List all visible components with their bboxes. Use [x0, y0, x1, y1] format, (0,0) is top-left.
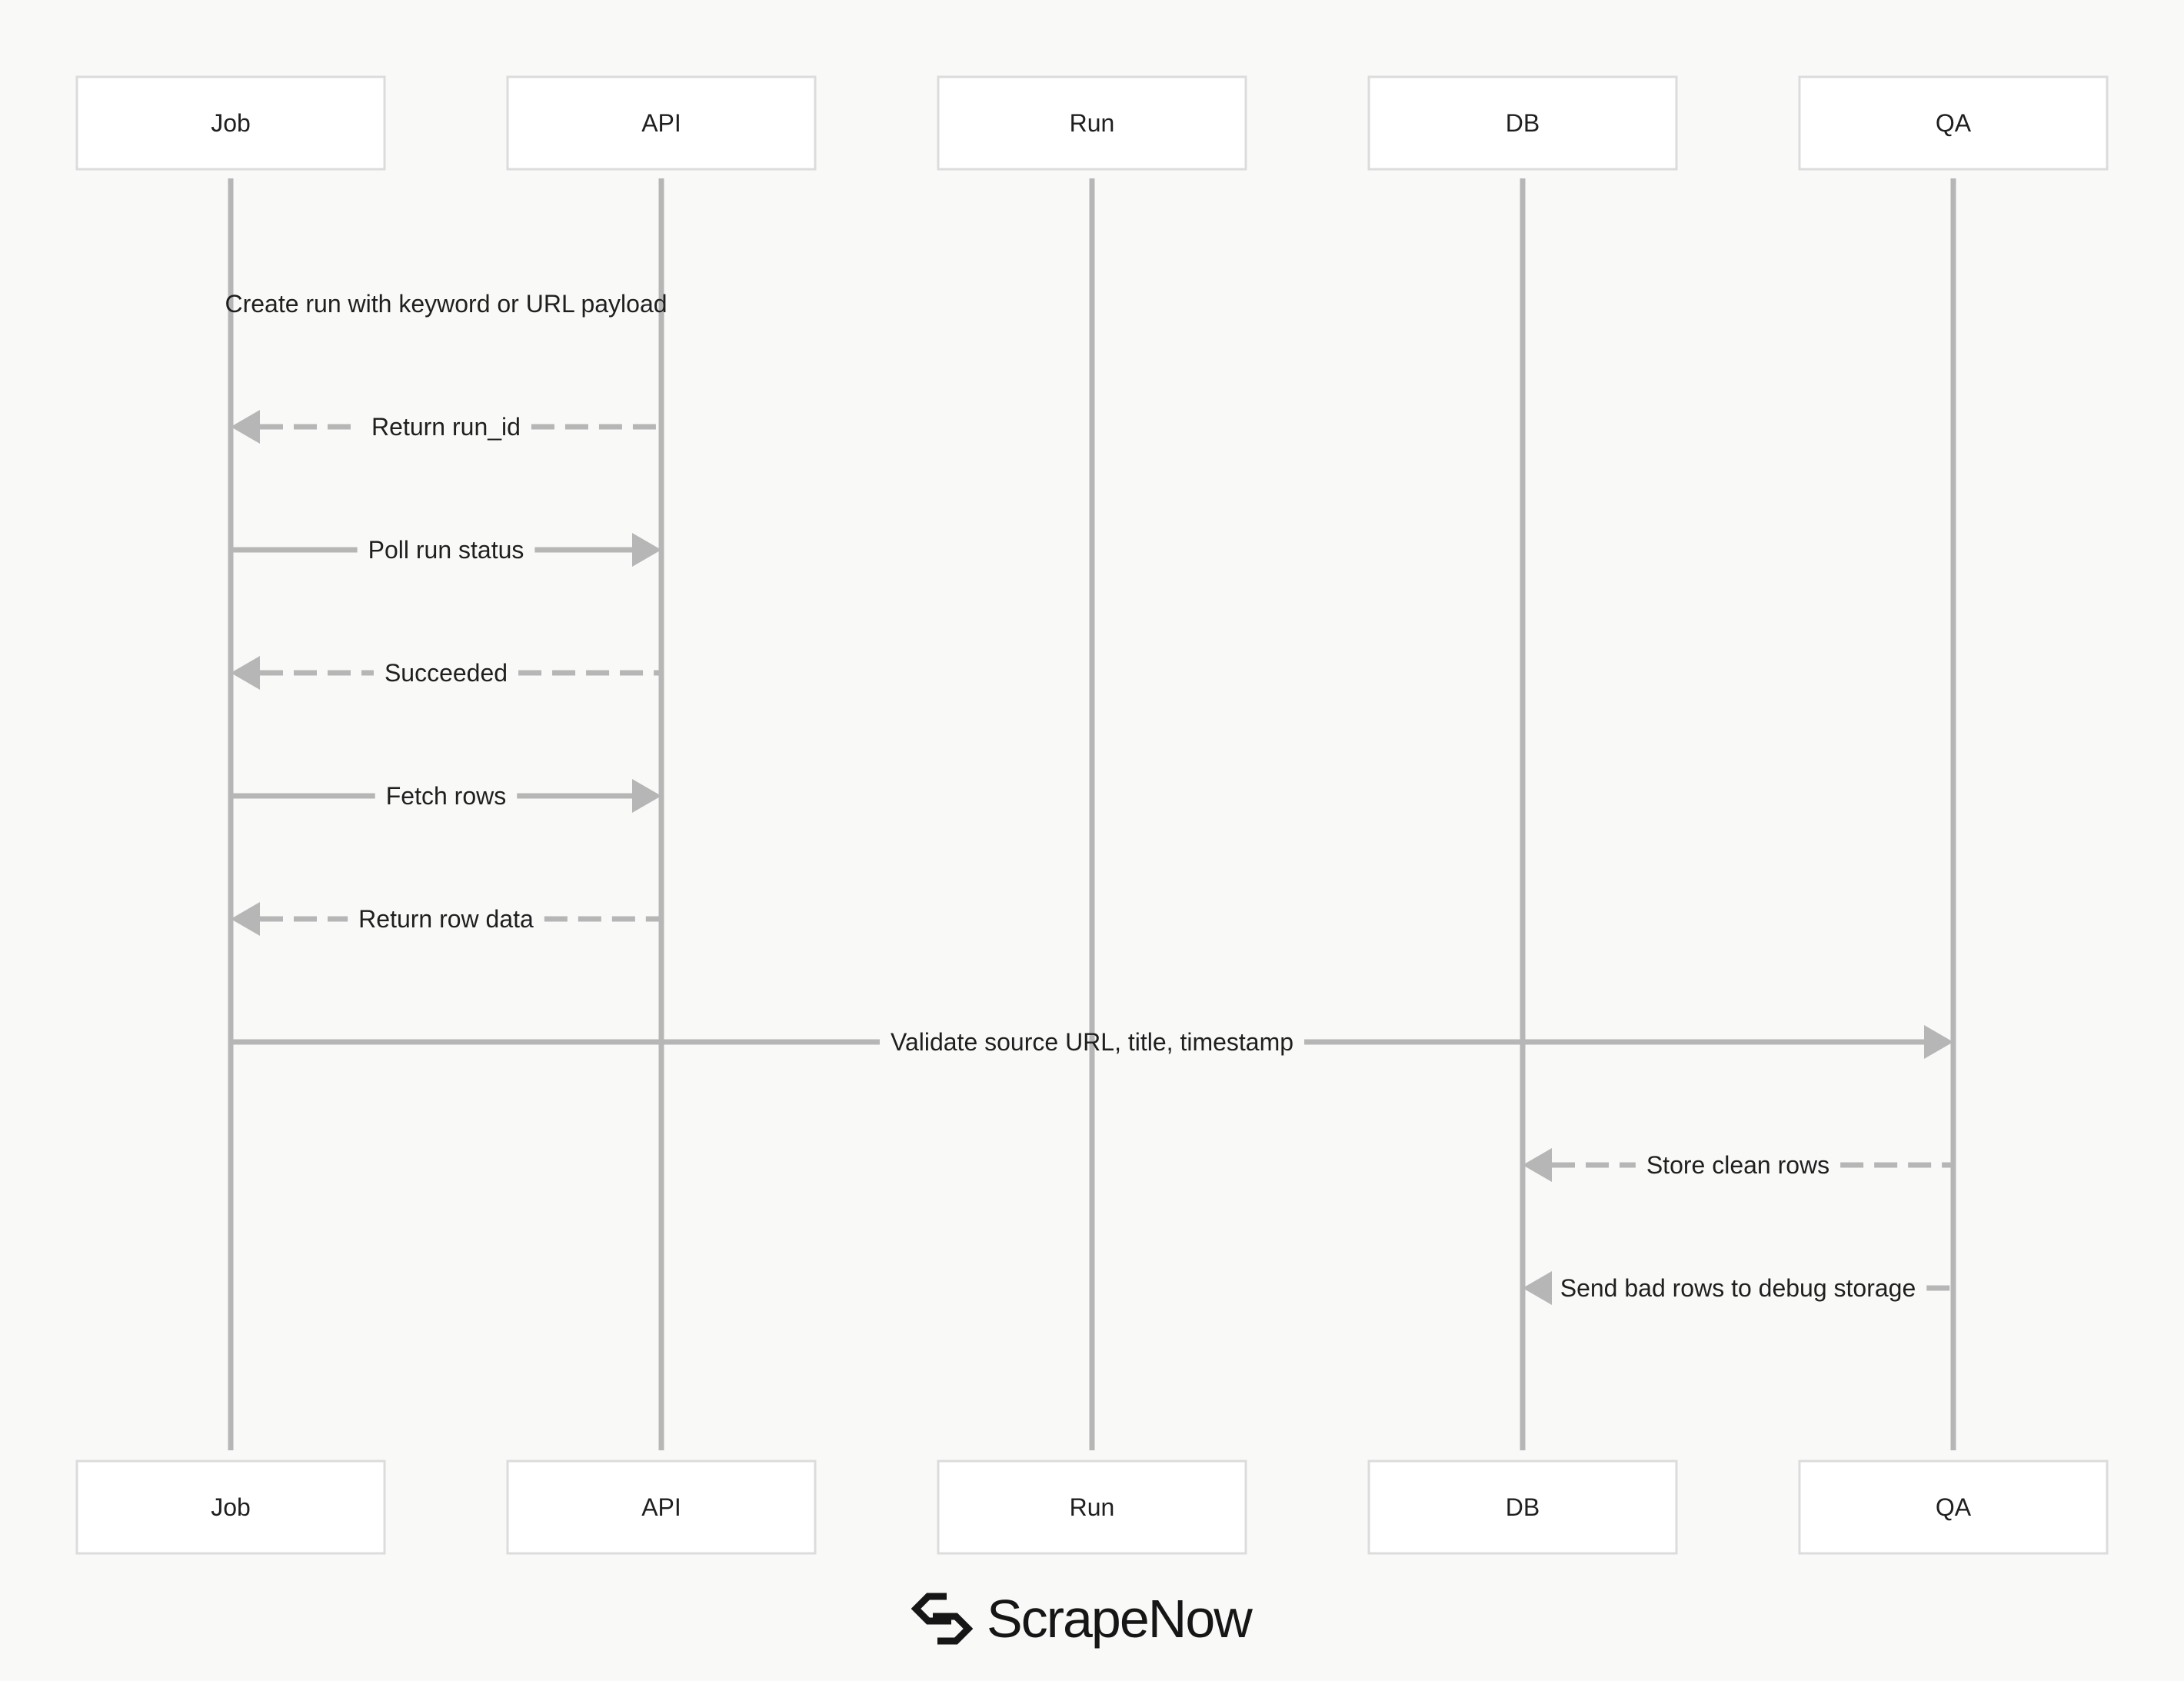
arrowhead — [632, 779, 661, 813]
actor-label: Job — [211, 1493, 251, 1521]
messages: Create run with keyword or URL payloadRe… — [225, 290, 1953, 1305]
message-label: Send bad rows to debug storage — [1560, 1274, 1916, 1302]
actor-box — [1367, 75, 1678, 171]
scrapenow-logo-icon — [911, 1593, 973, 1645]
actor-box — [506, 1460, 817, 1555]
message-label: Create run with keyword or URL payload — [225, 290, 667, 318]
actor-label: Job — [211, 109, 251, 137]
message-9: Send bad rows to debug storage — [1523, 1271, 1953, 1305]
arrowhead — [1523, 1271, 1552, 1305]
message-label: Return run_id — [371, 413, 521, 441]
actor-bottom-qa: QA — [1798, 1460, 2109, 1555]
message-1: Create run with keyword or URL payload — [225, 290, 667, 318]
message-5: Fetch rows — [231, 779, 661, 813]
actor-label: Run — [1070, 109, 1115, 137]
actor-label: DB — [1506, 109, 1540, 137]
actor-label: QA — [1936, 109, 1972, 137]
actor-box — [506, 75, 817, 171]
actor-box — [75, 1460, 386, 1555]
actor-top-run: Run — [937, 75, 1247, 171]
arrowhead — [632, 533, 661, 567]
message-7: Validate source URL, title, timestamp — [231, 1025, 1953, 1059]
arrowhead — [231, 902, 260, 936]
message-6: Return row data — [231, 902, 661, 936]
actor-box — [1367, 1460, 1678, 1555]
actor-label: API — [641, 1493, 681, 1521]
message-label: Store clean rows — [1646, 1151, 1829, 1179]
message-label: Succeeded — [385, 659, 508, 687]
actor-top-db: DB — [1367, 75, 1678, 171]
actor-box — [1798, 1460, 2109, 1555]
message-8: Store clean rows — [1523, 1148, 1953, 1182]
message-4: Succeeded — [231, 656, 661, 690]
actor-bottom-api: API — [506, 1460, 817, 1555]
arrowhead — [231, 656, 260, 690]
message-3: Poll run status — [231, 533, 661, 567]
message-label: Validate source URL, title, timestamp — [891, 1028, 1293, 1056]
message-label: Poll run status — [368, 536, 524, 564]
arrowhead — [1523, 1148, 1552, 1182]
message-label: Fetch rows — [386, 782, 506, 810]
actor-bottom-run: Run — [937, 1460, 1247, 1555]
actor-bottom-db: DB — [1367, 1460, 1678, 1555]
actors-top: Job API Run DB QA — [75, 75, 2109, 171]
actor-top-job: Job — [75, 75, 386, 171]
actor-label: Run — [1070, 1493, 1115, 1521]
actor-box — [1798, 75, 2109, 171]
message-2: Return run_id — [231, 410, 661, 444]
lifelines — [228, 178, 1956, 1450]
actor-bottom-job: Job — [75, 1460, 386, 1555]
message-label: Return row data — [358, 905, 534, 933]
actor-box — [937, 1460, 1247, 1555]
actors-bottom: Job API Run DB QA — [75, 1460, 2109, 1555]
arrowhead — [231, 410, 260, 444]
actor-top-qa: QA — [1798, 75, 2109, 171]
actor-box — [75, 75, 386, 171]
actor-label: API — [641, 109, 681, 137]
actor-label: QA — [1936, 1493, 1972, 1521]
actor-box — [937, 75, 1247, 171]
actor-top-api: API — [506, 75, 817, 171]
brand-name: ScrapeNow — [987, 1589, 1253, 1649]
actor-label: DB — [1506, 1493, 1540, 1521]
brand-logo: ScrapeNow — [911, 1584, 1253, 1653]
arrowhead — [1924, 1025, 1953, 1059]
